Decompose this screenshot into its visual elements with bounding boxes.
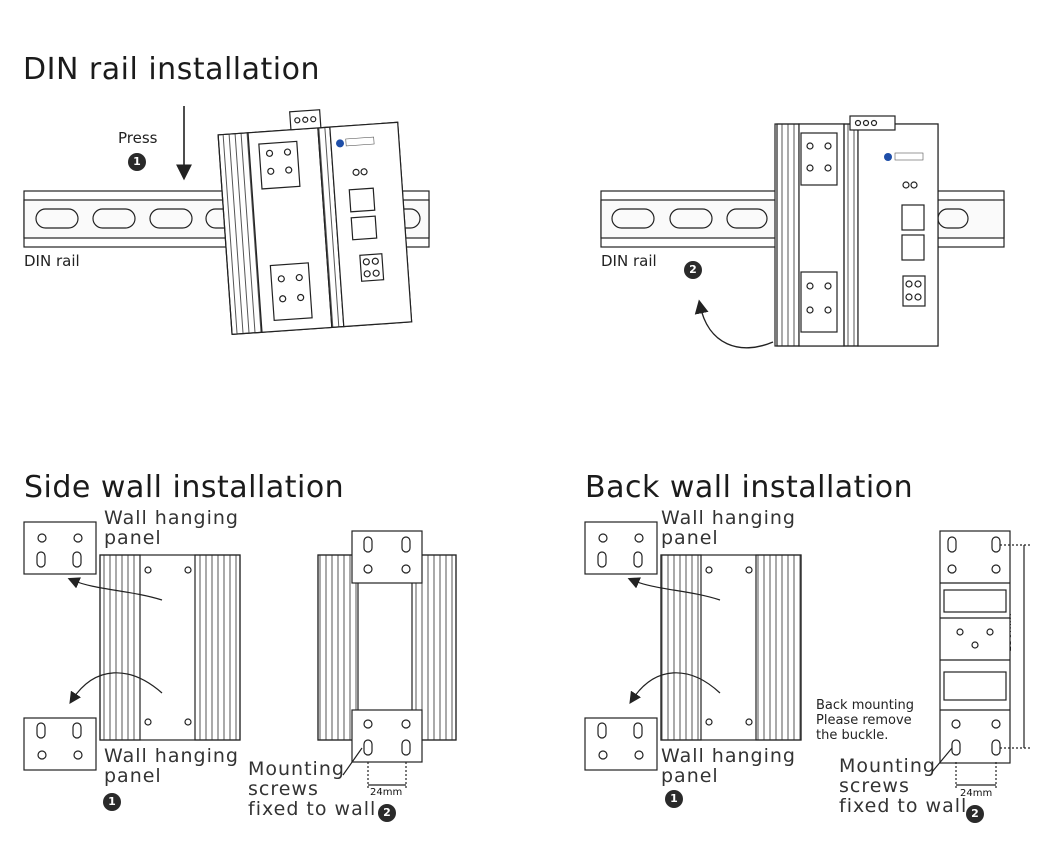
rotate-arrow bbox=[694, 299, 774, 349]
step-2-badge: 2 bbox=[684, 261, 702, 279]
back-panel-bottom-label: Wall hanging panel bbox=[661, 745, 796, 787]
step-1-badge: 1 bbox=[128, 153, 146, 171]
side-wall-left-device bbox=[23, 521, 241, 771]
side-mounting-label: Mounting screws fixed to wall bbox=[248, 758, 377, 820]
back-mounting-label: Mounting screws fixed to wall bbox=[839, 755, 968, 817]
back-wall-right-device bbox=[931, 530, 1030, 790]
back-step-2-badge: 2 bbox=[966, 805, 984, 823]
back-panel-top-label: Wall hanging panel bbox=[661, 507, 796, 549]
din-rail-label-right: DIN rail bbox=[601, 252, 657, 270]
device-tilted bbox=[217, 109, 413, 336]
side-panel-top-label: Wall hanging panel bbox=[104, 507, 239, 549]
side-dim-24: 24mm bbox=[370, 787, 403, 798]
press-label: Press bbox=[118, 129, 158, 147]
side-wall-title: Side wall installation bbox=[24, 470, 345, 505]
back-wall-title: Back wall installation bbox=[585, 470, 914, 505]
back-step-1-badge: 1 bbox=[665, 790, 683, 808]
side-panel-bottom-label: Wall hanging panel bbox=[104, 745, 239, 787]
din-rail-label-left: DIN rail bbox=[24, 252, 80, 270]
side-wall-right-device bbox=[317, 530, 457, 790]
side-step-1-badge: 1 bbox=[103, 793, 121, 811]
back-dim-24: 24mm bbox=[960, 788, 993, 799]
side-step-2-badge: 2 bbox=[378, 804, 396, 822]
back-mounting-note: Back mounting Please remove the buckle. bbox=[816, 698, 914, 743]
back-wall-left-device bbox=[584, 521, 802, 771]
din-rail-title: DIN rail installation bbox=[23, 52, 320, 87]
device-upright bbox=[774, 115, 939, 347]
